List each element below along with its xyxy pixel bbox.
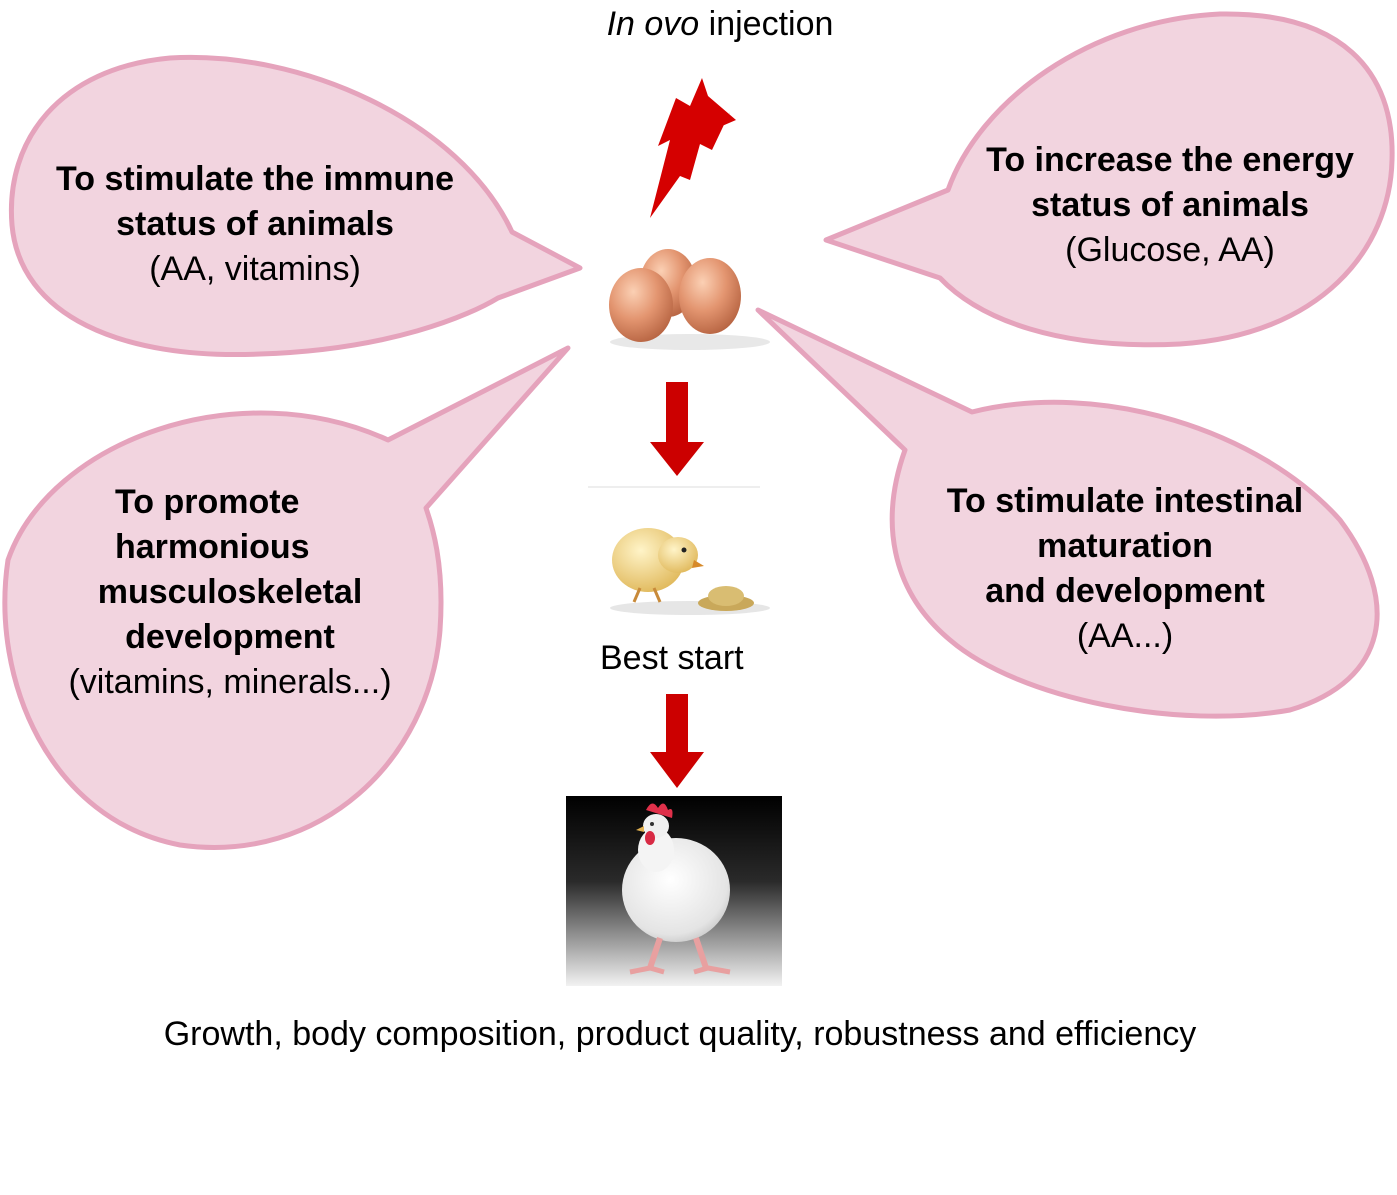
- bubble-intestinal-detail: (AA...): [905, 614, 1345, 659]
- bubble-immune-heading-2: status of animals: [20, 202, 490, 247]
- bubble-musculo-heading-4: development: [20, 615, 440, 660]
- arrow-down-icon: [650, 382, 704, 476]
- bubble-energy-detail: (Glucose, AA): [950, 228, 1390, 273]
- chick-icon: [588, 486, 770, 615]
- bubble-intestinal-heading-3: and development: [905, 569, 1345, 614]
- eggs-icon: [609, 249, 770, 350]
- bubble-immune-detail: (AA, vitamins): [20, 247, 490, 292]
- bubble-energy-text: To increase the energy status of animals…: [950, 138, 1390, 273]
- bubble-musculo-heading-2: harmonious: [20, 525, 440, 570]
- arrow-down-icon: [650, 694, 704, 788]
- bubble-intestinal-heading-2: maturation: [905, 524, 1345, 569]
- bubble-energy-heading-1: To increase the energy: [950, 138, 1390, 183]
- outcome-caption: Growth, body composition, product qualit…: [60, 1012, 1300, 1056]
- lightning-bolt-icon: [650, 78, 736, 218]
- bubble-energy-heading-2: status of animals: [950, 183, 1390, 228]
- bubble-immune-text: To stimulate the immune status of animal…: [20, 157, 490, 292]
- bubble-musculo-detail: (vitamins, minerals...): [20, 660, 440, 705]
- hen-icon: [566, 796, 782, 986]
- title-rest: injection: [699, 5, 833, 43]
- title-italic: In ovo: [607, 5, 700, 43]
- chick-caption: Best start: [600, 636, 770, 680]
- bubble-musculo-text: To promote harmonious musculoskeletal de…: [20, 480, 440, 705]
- bubble-immune-heading-1: To stimulate the immune: [20, 157, 490, 202]
- bubble-musculo-heading-3: musculoskeletal: [20, 570, 440, 615]
- bubble-intestinal-heading-1: To stimulate intestinal: [905, 479, 1345, 524]
- bubble-intestinal-text: To stimulate intestinal maturation and d…: [905, 479, 1345, 659]
- diagram-title: In ovo injection: [560, 2, 880, 46]
- bubble-musculo-heading-1: To promote: [20, 480, 440, 525]
